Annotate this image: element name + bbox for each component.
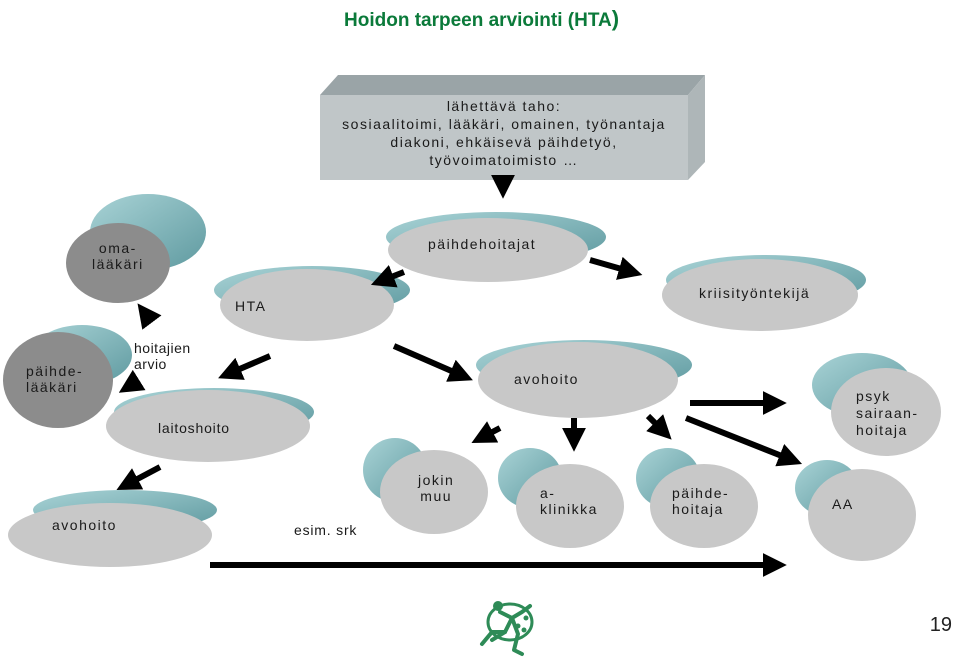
paihdehoitaja-label: päihde- hoitaja — [672, 485, 730, 517]
arrow-avohoito-to-jokinmuu — [471, 421, 502, 444]
kriisityontekija-node — [662, 255, 866, 331]
hta-node — [214, 266, 410, 341]
arrows — [116, 174, 803, 577]
psyk-sairaanhoitaja-node — [812, 353, 941, 456]
source-box — [320, 75, 705, 180]
arrow-to-paihdelaakari — [118, 369, 146, 393]
psyk-sairaanhoitaja-label: psyk sairaan- hoitaja — [856, 388, 919, 438]
paihdelaakari-label: päihde- lääkäri — [26, 363, 84, 395]
laitoshoito-label: laitoshoito — [158, 420, 230, 436]
a-klinikka-label: a- klinikka — [540, 485, 598, 517]
page-number: 19 — [929, 614, 952, 636]
jokin-muu-node — [363, 438, 488, 534]
omalaakari-node — [66, 194, 206, 303]
hoitajien-arvio-label: hoitajien arvio — [134, 340, 191, 372]
aa-label: AA — [832, 496, 854, 512]
running-figure-logo-icon — [480, 601, 534, 656]
paihdehoitajat-node — [386, 212, 606, 282]
paihdehoitajat-label: päihdehoitajat — [428, 236, 537, 252]
title-close-paren: ) — [611, 6, 620, 31]
a-klinikka-node — [498, 448, 624, 548]
avohoito-left-label: avohoito — [52, 517, 117, 533]
arrow-avohoito-to-paihdehoitaja — [645, 413, 672, 440]
source-box-text: lähettävä taho: sosiaalitoimi, lääkäri, … — [320, 97, 688, 169]
omalaakari-label: oma- lääkäri — [92, 240, 144, 272]
hta-label: HTA — [235, 298, 267, 314]
esim-srk-label: esim. srk — [294, 522, 358, 538]
source-line-3: diakoni, ehkäisevä päihdetyö, — [390, 134, 618, 150]
arrow-hta-to-avohoito — [392, 343, 473, 382]
avohoito-center-node — [476, 340, 692, 418]
arrow-avohoito-to-aa — [684, 415, 803, 467]
source-line-1: lähettävä taho: — [446, 98, 562, 114]
arrow-paihdehoitajat-to-kriisi — [589, 256, 643, 280]
paihdehoitaja-node — [636, 448, 758, 548]
page-title: Hoidon tarpeen arviointi (HTA) — [344, 6, 619, 32]
paihdelaakari-node — [3, 325, 132, 428]
avohoito-left-node — [8, 490, 217, 567]
jokin-muu-label: jokin muu — [418, 472, 455, 504]
source-line-4: työvoimatoimisto … — [429, 152, 579, 168]
kriisityontekija-label: kriisityöntekijä — [699, 285, 811, 301]
arrow-hta-to-laitoshoito — [218, 353, 272, 380]
arrow-paihdehoitajat-to-hta — [370, 265, 406, 288]
aa-node — [795, 460, 916, 561]
arrow-laitoshoito-to-avohoito — [116, 464, 162, 491]
laitoshoito-node — [106, 388, 314, 462]
arrow-hta-to-omalaakari — [137, 303, 162, 330]
avohoito-center-label: avohoito — [514, 371, 579, 387]
source-line-2: sosiaalitoimi, lääkäri, omainen, työnant… — [342, 116, 666, 132]
title-text: Hoidon tarpeen arviointi (HTA — [344, 10, 612, 31]
